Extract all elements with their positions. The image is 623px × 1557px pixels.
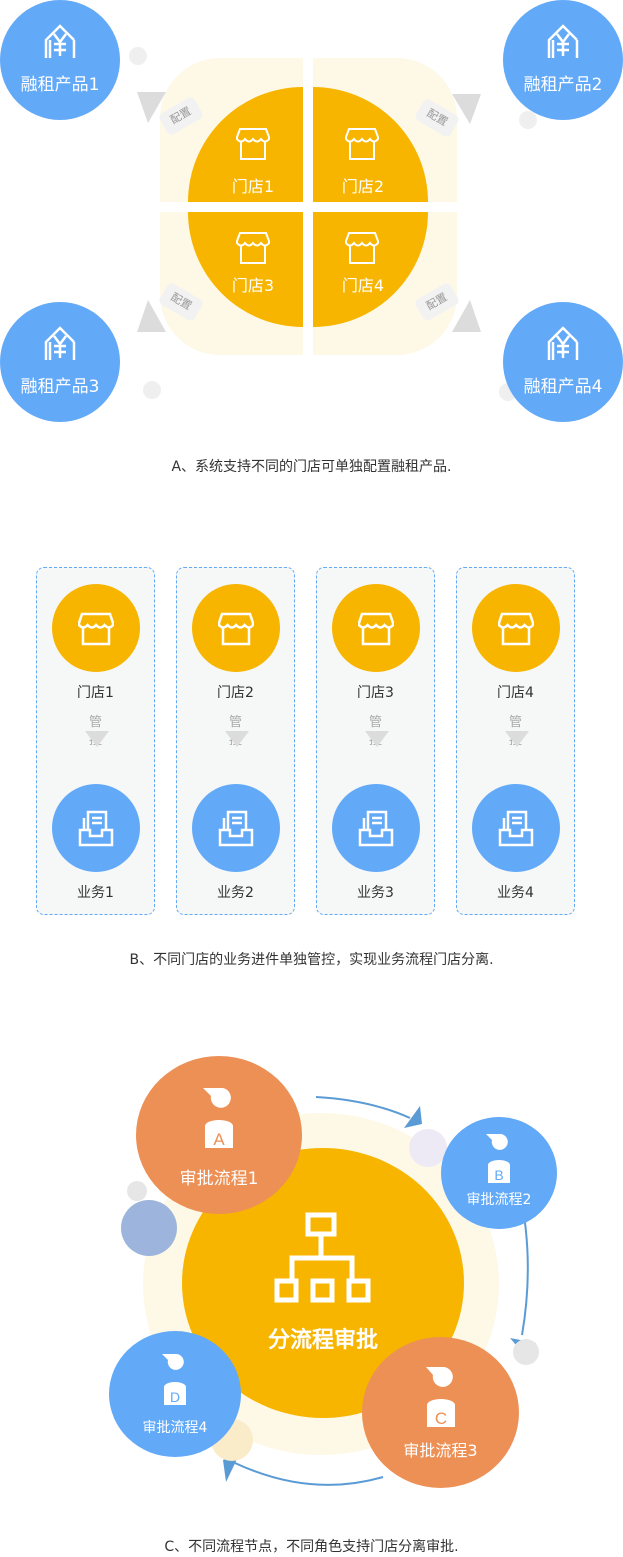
control-label: 管 xyxy=(368,715,382,730)
store-icon xyxy=(78,612,114,646)
house-yuan-icon xyxy=(44,24,76,58)
arrow-icon xyxy=(137,92,166,123)
business-label: 业务1 xyxy=(77,885,114,901)
product-circle-3: 融租产品3 xyxy=(0,302,120,422)
store-label: 门店4 xyxy=(497,685,534,701)
business-circle xyxy=(332,784,420,872)
store-label: 门店3 xyxy=(231,276,275,295)
store-icon xyxy=(236,128,270,160)
store-circle xyxy=(52,584,140,672)
decor-dot xyxy=(129,47,147,65)
control-label: 管 xyxy=(508,715,522,730)
svg-text:A: A xyxy=(213,1130,225,1148)
flow-circle-4: D 审批流程4 xyxy=(109,1331,241,1457)
arrow-icon xyxy=(137,300,166,332)
arrow-icon xyxy=(452,300,481,332)
store-icon xyxy=(218,612,254,646)
decor-dot xyxy=(121,1200,177,1256)
caption-b: B、不同门店的业务进件单独管控，实现业务流程门店分离. xyxy=(129,952,494,968)
house-yuan-icon xyxy=(44,326,76,360)
divider xyxy=(150,202,470,212)
store-label: 门店1 xyxy=(231,177,275,196)
store-label: 门店2 xyxy=(341,177,385,196)
arrow-head-icon xyxy=(404,1106,422,1128)
control-label: 管 xyxy=(228,715,242,730)
down-arrow-icon xyxy=(365,731,389,747)
svg-text:C: C xyxy=(434,1409,446,1427)
down-arrow-icon xyxy=(505,731,529,747)
document-tray-icon xyxy=(358,810,394,847)
product-circle-1: 融租产品1 xyxy=(0,0,120,120)
flow-arrows xyxy=(121,1096,539,1486)
house-yuan-icon xyxy=(547,24,579,58)
store-label: 门店4 xyxy=(341,276,385,295)
flow-arrow-line xyxy=(234,1462,384,1486)
business-circle xyxy=(52,784,140,872)
svg-text:D: D xyxy=(170,1389,180,1405)
store-icon xyxy=(236,232,270,264)
decor-dot xyxy=(519,111,537,129)
product-circle-4: 融租产品4 xyxy=(503,302,623,422)
product-label: 融租产品2 xyxy=(523,75,603,95)
product-circle-2: 融租产品2 xyxy=(503,0,623,120)
business-label: 业务2 xyxy=(217,885,254,901)
store-icons xyxy=(129,47,537,401)
person-icon: A xyxy=(203,1088,233,1148)
flow-arrow-line xyxy=(315,1096,411,1119)
flow-circle-1: A 审批流程1 xyxy=(136,1056,302,1214)
flow-circle-3: C 审批流程3 xyxy=(362,1337,519,1488)
business-circle xyxy=(472,784,560,872)
store-icon xyxy=(498,612,534,646)
down-arrow-icon xyxy=(85,731,109,747)
down-arrow-icon xyxy=(225,731,249,747)
store-label: 门店2 xyxy=(217,685,254,701)
store-column-2: 门店2 管 控 业务2 xyxy=(176,567,295,915)
flow-label: 审批流程2 xyxy=(466,1192,532,1208)
product-label: 融租产品4 xyxy=(523,377,603,397)
svg-text:B: B xyxy=(494,1167,503,1183)
house-yuan-icon xyxy=(547,326,579,360)
product-label: 融租产品3 xyxy=(20,377,100,397)
store-icon xyxy=(358,612,394,646)
document-tray-icon xyxy=(78,810,114,847)
person-icon: C xyxy=(425,1367,455,1427)
decor-dot xyxy=(409,1129,447,1167)
flow-circle-2: B 审批流程2 xyxy=(441,1117,557,1229)
store-icon xyxy=(345,232,379,264)
caption-a: A、系统支持不同的门店可单独配置融租产品. xyxy=(171,459,452,475)
document-tray-icon xyxy=(218,810,254,847)
store-circle xyxy=(192,584,280,672)
product-label: 融租产品1 xyxy=(20,75,100,95)
business-label: 业务4 xyxy=(497,885,534,901)
flow-label: 审批流程4 xyxy=(142,1420,208,1436)
org-chart-icon xyxy=(274,1212,371,1303)
decor-dot xyxy=(127,1181,147,1201)
caption-c: C、不同流程节点，不同角色支持门店分离审批. xyxy=(164,1539,459,1555)
store-label: 门店1 xyxy=(77,685,114,701)
flow-label: 审批流程3 xyxy=(403,1441,478,1460)
decor-dot xyxy=(143,381,161,399)
person-icon: D xyxy=(162,1354,186,1405)
flow-label: 审批流程1 xyxy=(179,1169,259,1189)
store-icon xyxy=(345,128,379,160)
store-circle xyxy=(332,584,420,672)
store-circle xyxy=(472,584,560,672)
business-circle xyxy=(192,784,280,872)
store-column-4: 门店4 管 控 业务4 xyxy=(456,567,575,915)
person-icon: B xyxy=(486,1134,510,1183)
decor-dot xyxy=(513,1339,539,1365)
store-column-3: 门店3 管 控 业务3 xyxy=(316,567,435,915)
arrow-icon xyxy=(452,94,481,124)
business-label: 业务3 xyxy=(357,885,394,901)
store-column-1: 门店1 管 控 业务1 xyxy=(36,567,155,915)
document-tray-icon xyxy=(498,810,534,847)
control-label: 管 xyxy=(88,715,102,730)
store-label: 门店3 xyxy=(357,685,394,701)
center-label: 分流程审批 xyxy=(267,1328,378,1353)
